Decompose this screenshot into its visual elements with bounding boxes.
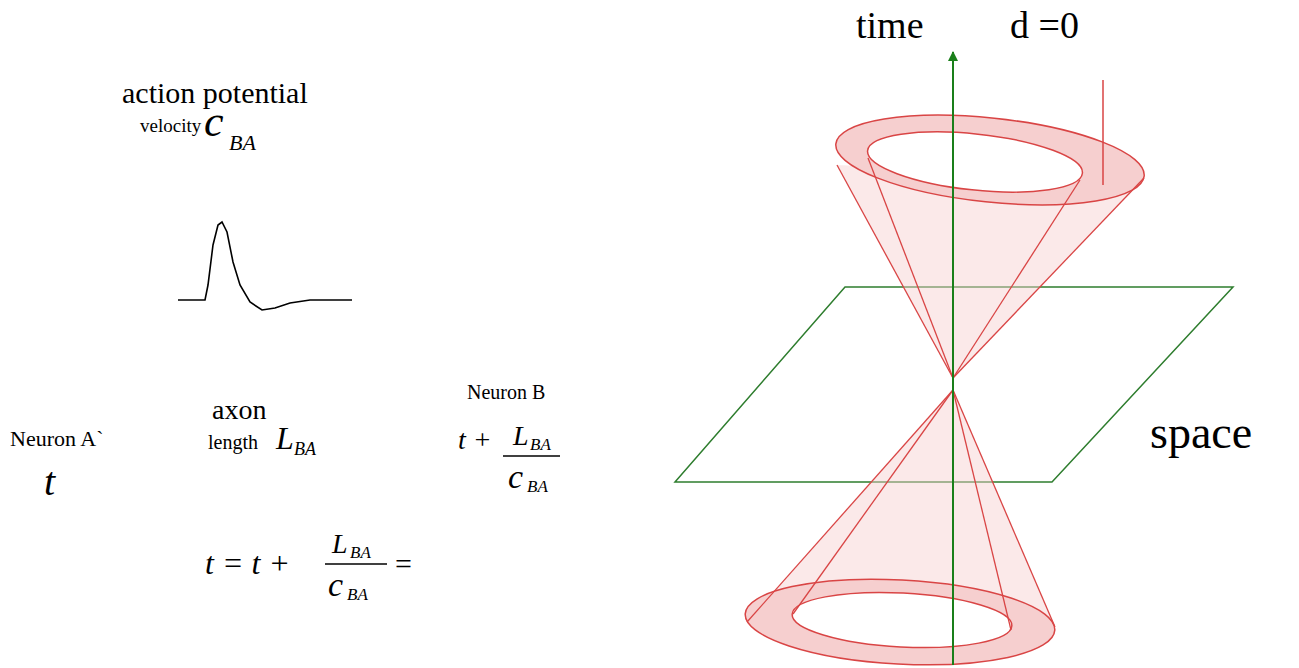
math-symbol: c bbox=[328, 568, 343, 602]
math-subscript: BA bbox=[527, 478, 548, 495]
math-subscript: BA bbox=[530, 436, 551, 453]
time-axis bbox=[952, 52, 954, 665]
math-subscript: BA bbox=[229, 132, 256, 154]
math-symbol: L bbox=[276, 422, 294, 454]
part-label: axon bbox=[212, 396, 266, 424]
math-symbol: t bbox=[44, 462, 55, 502]
future-cone bbox=[831, 102, 1148, 378]
math-symbol: c bbox=[508, 460, 523, 494]
math-symbol: L bbox=[513, 422, 529, 450]
math-expression: t + bbox=[458, 426, 492, 454]
math-operator: = bbox=[395, 549, 412, 579]
past-cone bbox=[743, 390, 1057, 668]
math-symbol: L bbox=[332, 530, 348, 558]
action-potential-trace bbox=[178, 222, 352, 310]
neuron-label: Neuron B bbox=[467, 382, 545, 402]
axis-label: time bbox=[856, 6, 924, 44]
math-subscript: BA bbox=[347, 586, 368, 603]
math-subscript: BA bbox=[350, 544, 371, 561]
neuron-label: Neuron A` bbox=[10, 428, 103, 450]
fraction-bar bbox=[325, 563, 387, 565]
callout-label: d =0 bbox=[1010, 6, 1079, 44]
leader-line bbox=[1102, 80, 1104, 185]
fraction-bar bbox=[503, 455, 560, 457]
quantity-label: length bbox=[208, 432, 258, 452]
math-expression: t = t + bbox=[205, 547, 290, 579]
quantity-label: velocity bbox=[140, 116, 201, 135]
axis-label: space bbox=[1150, 410, 1252, 456]
math-symbol: c bbox=[204, 100, 224, 144]
math-subscript: BA bbox=[294, 440, 316, 458]
